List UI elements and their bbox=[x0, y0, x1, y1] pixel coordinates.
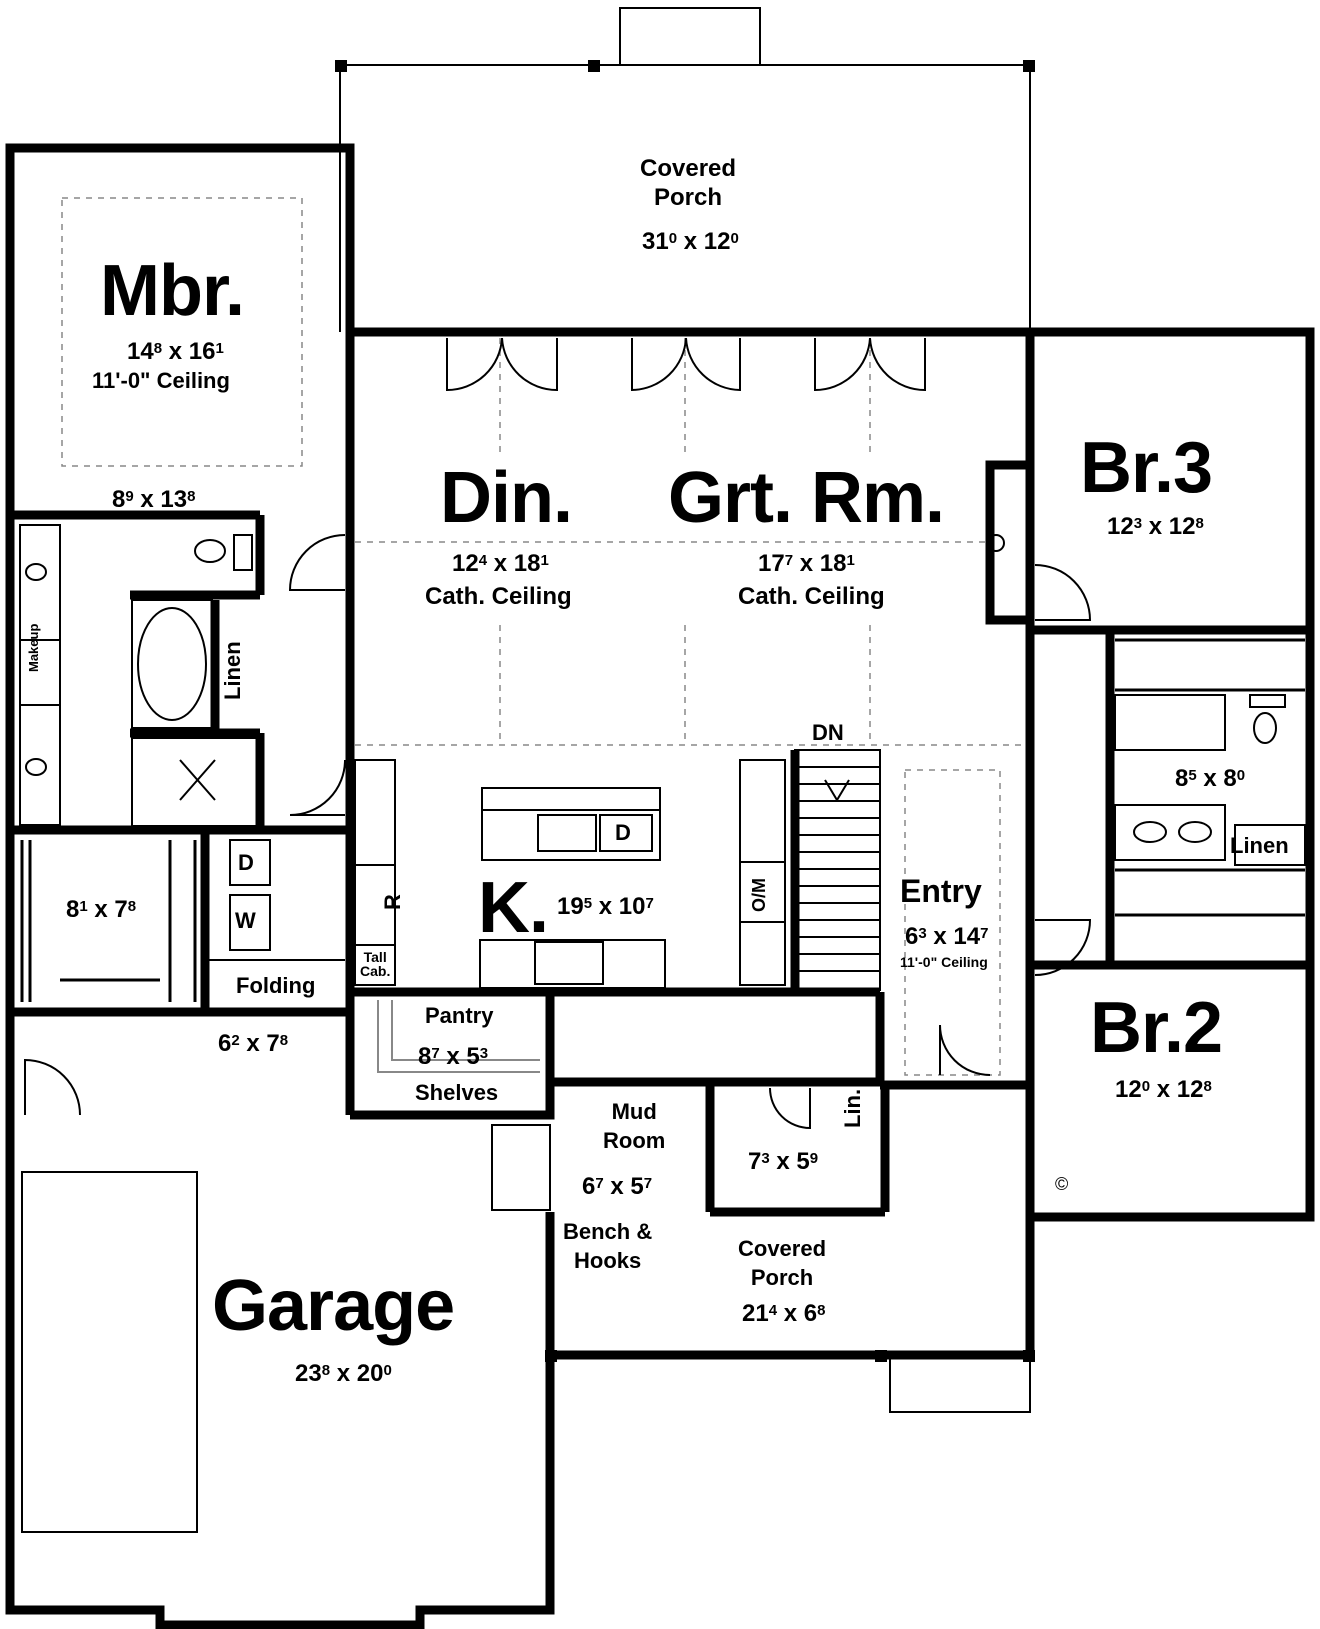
laundry-fixtures bbox=[205, 839, 345, 961]
br3-label: Br.3 bbox=[1080, 428, 1213, 508]
br2-dims: 120 x 128 bbox=[1115, 1076, 1212, 1103]
pantry-label: Pantry bbox=[425, 1003, 494, 1028]
stairs-dn-label: DN bbox=[812, 720, 844, 745]
garage-label: Garage bbox=[212, 1266, 455, 1346]
tall-cab-label: Tall Cab. bbox=[360, 949, 391, 979]
stairs bbox=[794, 749, 881, 991]
french-doors bbox=[446, 337, 926, 392]
grt-rm-label: Grt. Rm. bbox=[668, 458, 945, 538]
grt-rm-ceiling: Cath. Ceiling bbox=[738, 583, 885, 610]
laundry-dims: 62 x 78 bbox=[218, 1030, 289, 1057]
mbr-dims: 148 x 161 bbox=[127, 338, 224, 365]
bench-hooks-label: Bench & Hooks bbox=[563, 1219, 653, 1273]
mbr-ceiling: 11'-0" Ceiling bbox=[92, 368, 230, 393]
din-dims: 124 x 181 bbox=[452, 550, 549, 577]
mud-room-dims: 67 x 57 bbox=[582, 1173, 653, 1200]
bath2-fixtures bbox=[1114, 694, 1306, 866]
divider-lines bbox=[61, 197, 1025, 1076]
mud-room-label: Mud Room bbox=[603, 1099, 666, 1153]
din-label: Din. bbox=[440, 458, 573, 538]
porch-posts bbox=[335, 60, 1035, 1362]
rear-porch-label: Covered Porch bbox=[640, 155, 737, 211]
br3-dims: 123 x 128 bbox=[1107, 513, 1204, 540]
shelves-label: Shelves bbox=[415, 1080, 499, 1105]
closet-rods bbox=[20, 638, 1305, 1002]
front-porch-dims: 214 x 68 bbox=[742, 1300, 826, 1327]
kitchen-fixtures bbox=[354, 534, 1005, 989]
folding-label: Folding bbox=[236, 973, 316, 998]
linen-mbr-label: Linen bbox=[220, 641, 245, 700]
linen-bath2-label: Linen bbox=[1230, 833, 1289, 858]
porch-outlines bbox=[21, 7, 1031, 1533]
dishwasher-label: D bbox=[615, 820, 631, 845]
entry-dims: 63 x 147 bbox=[905, 923, 989, 950]
master-bath-dims: 89 x 138 bbox=[112, 486, 196, 513]
kitchen-label: K. bbox=[478, 868, 549, 948]
grt-rm-dims: 177 x 181 bbox=[758, 550, 855, 577]
pantry-dims: 87 x 53 bbox=[418, 1043, 489, 1070]
closet-mbr-dims: 81 x 78 bbox=[66, 896, 137, 923]
entry-label: Entry bbox=[900, 873, 982, 909]
stair-arrow bbox=[824, 779, 850, 802]
makeup-label: Makeup bbox=[26, 623, 41, 672]
front-porch-label: Covered Porch bbox=[738, 1236, 827, 1290]
rear-porch-dims: 310 x 120 bbox=[642, 228, 739, 255]
entry-ceiling: 11'-0" Ceiling bbox=[900, 954, 988, 970]
lin-label: Lin. bbox=[840, 1088, 865, 1128]
master-bath-fixtures bbox=[19, 524, 258, 827]
walls bbox=[5, 143, 1315, 1629]
interior-doors bbox=[24, 534, 1092, 1130]
washer-label: W bbox=[235, 908, 256, 933]
oven-micro-label: O/M bbox=[749, 878, 769, 912]
din-ceiling: Cath. Ceiling bbox=[425, 583, 572, 610]
bath2-dims: 85 x 80 bbox=[1175, 765, 1246, 792]
pantry-shelves bbox=[377, 1000, 540, 1073]
kitchen-dims: 195 x 107 bbox=[557, 893, 654, 920]
copyright-mark: © bbox=[1055, 1174, 1069, 1194]
fridge-label: R bbox=[380, 894, 405, 910]
garage-dims: 238 x 200 bbox=[295, 1360, 392, 1387]
dryer-label: D bbox=[238, 850, 254, 875]
mbr-label: Mbr. bbox=[100, 251, 245, 331]
br2-label: Br.2 bbox=[1090, 988, 1223, 1068]
powder-dims: 73 x 59 bbox=[748, 1148, 819, 1175]
